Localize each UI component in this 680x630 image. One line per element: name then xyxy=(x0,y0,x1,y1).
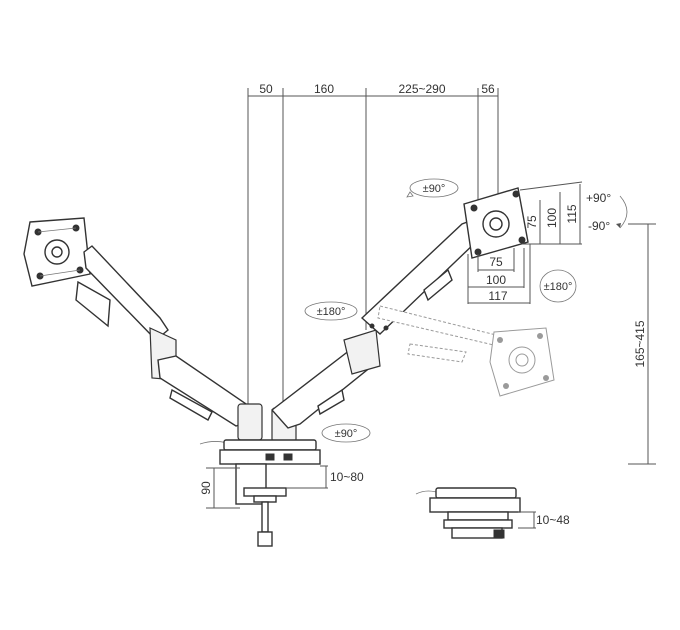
dim-clamp-range: 10~80 xyxy=(330,470,364,484)
dim-grommet-range: 10~48 xyxy=(536,513,570,527)
clamp-dimensions: 90 10~80 xyxy=(199,465,364,509)
grommet-dimensions: 10~48 xyxy=(518,511,570,529)
right-vesa-plate xyxy=(463,187,529,259)
dim-vesa-horiz-100: 100 xyxy=(486,273,506,287)
dim-vesa-horiz-75: 75 xyxy=(489,255,503,269)
left-arm xyxy=(75,245,263,441)
dim-vesa-vert-100: 100 xyxy=(545,208,559,228)
rotation-tilt: +90° -90° xyxy=(586,191,628,233)
desk-clamp xyxy=(199,439,321,547)
left-vesa-plate xyxy=(23,217,91,287)
rotate-right-label: ±180° xyxy=(544,281,573,293)
svg-text:±90°: ±90° xyxy=(423,183,446,195)
height-dimension: 165~415 xyxy=(628,223,656,465)
ghost-arm xyxy=(377,305,555,397)
top-dimensions: 50 160 225~290 56 xyxy=(247,82,499,415)
dim-vesa-horiz-117: 117 xyxy=(488,289,507,303)
right-arm xyxy=(270,217,485,443)
vesa-dimensions: 75 100 115 75 100 117 xyxy=(467,181,583,304)
dim-top-225-290: 225~290 xyxy=(398,82,445,96)
rotation-arm: ±180° xyxy=(304,301,358,321)
rotation-swivel-base: ±90° xyxy=(321,423,371,443)
dim-vesa-vert-115: 115 xyxy=(565,204,579,223)
swivel-base-label: ±90° xyxy=(335,428,358,440)
dim-top-50: 50 xyxy=(259,82,273,96)
rotation-swivel-top: ±90° xyxy=(406,178,459,198)
dim-top-56: 56 xyxy=(481,82,495,96)
dim-top-160: 160 xyxy=(314,82,334,96)
rotation-right: ±180° xyxy=(539,269,577,303)
dim-clamp-height: 90 xyxy=(199,481,213,495)
rotate-arm-label: ±180° xyxy=(317,306,346,318)
tilt-down-label: -90° xyxy=(588,219,610,233)
dim-height-range: 165~415 xyxy=(633,320,647,367)
tilt-up-label: +90° xyxy=(586,191,611,205)
dim-vesa-vert-75: 75 xyxy=(525,215,539,229)
grommet-mount xyxy=(415,487,521,539)
